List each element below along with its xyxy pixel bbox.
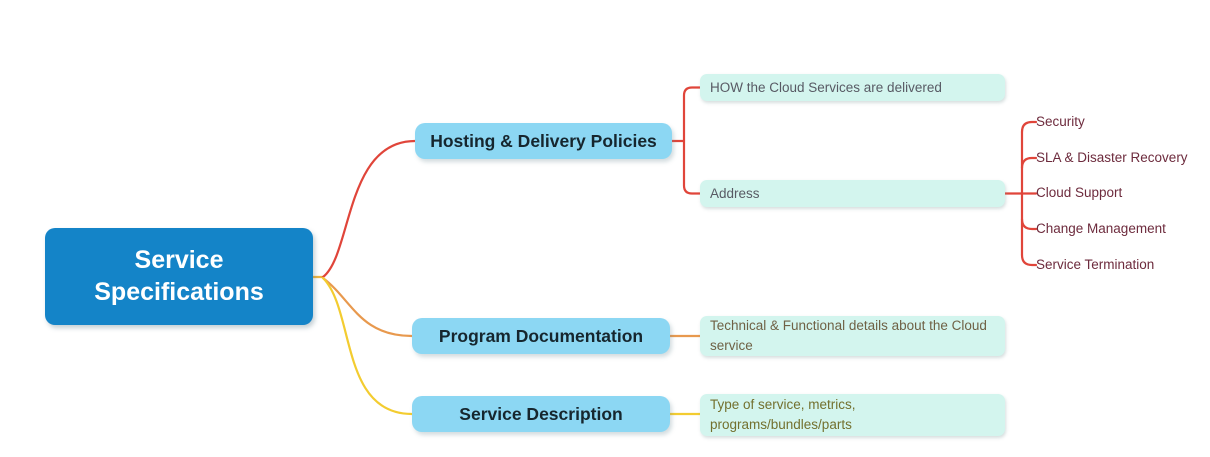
branch-node-hosting-delivery-policies[interactable]: Hosting & Delivery Policies: [415, 123, 672, 159]
leaf-node-sla-disaster-recovery[interactable]: SLA & Disaster Recovery: [1036, 150, 1188, 165]
leaf-node-cloud-support[interactable]: Cloud Support: [1036, 185, 1123, 200]
note-node-address[interactable]: Address: [700, 180, 1005, 207]
branch-node-program-documentation[interactable]: Program Documentation: [412, 318, 670, 354]
root-node-service-specifications[interactable]: Service Specifications: [45, 228, 313, 325]
note-node-type-of-service[interactable]: Type of service, metrics, programs/bundl…: [700, 394, 1005, 436]
branch-node-service-description[interactable]: Service Description: [412, 396, 670, 432]
leaf-line-change-management: [1020, 217, 1038, 231]
leaf-line-security: [1020, 120, 1038, 134]
branch-line-program: [321, 276, 414, 338]
leaf-node-service-termination[interactable]: Service Termination: [1036, 257, 1155, 272]
branch-line-service: [321, 276, 414, 416]
leaf-node-change-management[interactable]: Change Management: [1036, 221, 1166, 236]
branch-line-hosting: [321, 139, 417, 279]
leaf-line-sla: [1020, 156, 1038, 170]
leaf-node-security[interactable]: Security: [1036, 114, 1085, 129]
note-node-how-delivered[interactable]: HOW the Cloud Services are delivered: [700, 74, 1005, 101]
hosting-children-trunk: [682, 86, 702, 195]
leaf-line-service-termination: [1020, 253, 1038, 267]
note-node-technical-functional-details[interactable]: Technical & Functional details about the…: [700, 316, 1005, 356]
